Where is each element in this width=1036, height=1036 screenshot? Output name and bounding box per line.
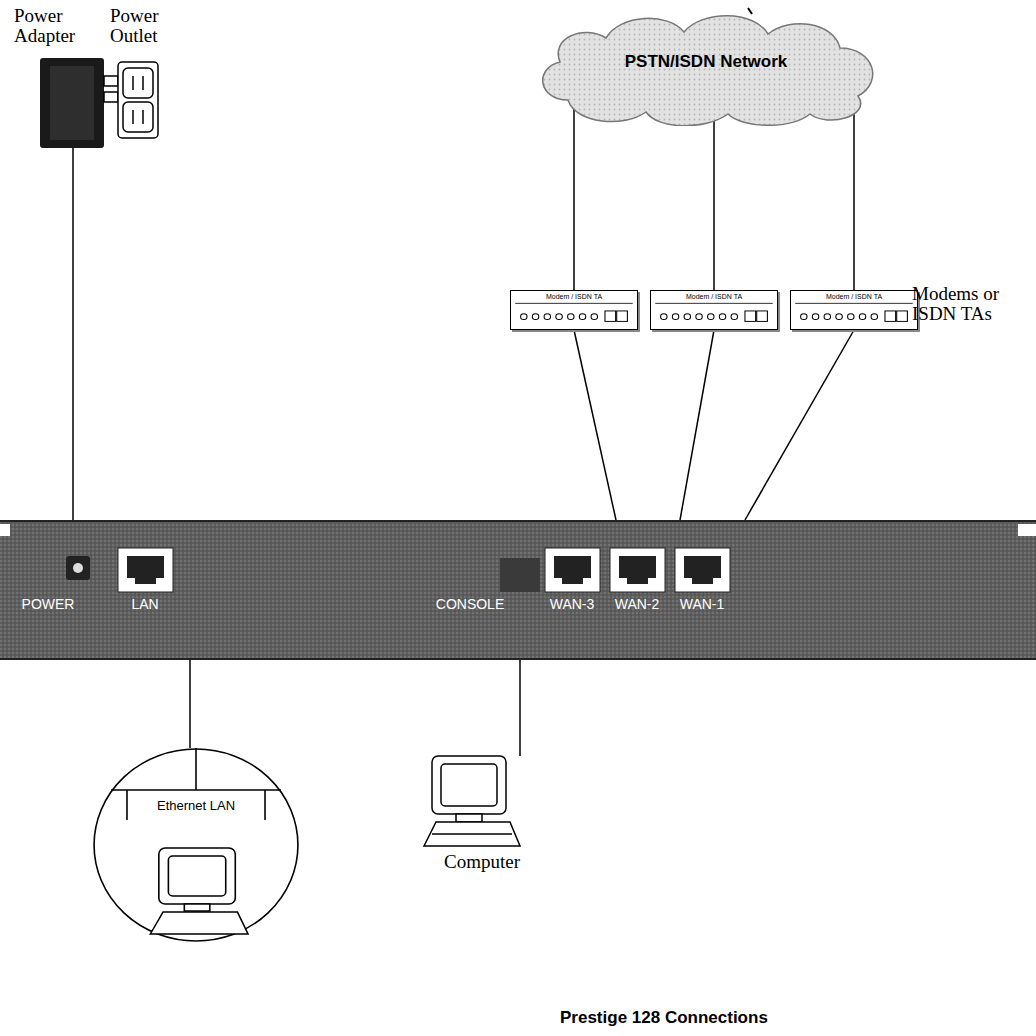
console-port — [500, 558, 540, 592]
panel-edge — [0, 520, 1036, 522]
annotation-label: Power Adapter — [14, 6, 96, 46]
rj45-socket — [127, 556, 164, 584]
rj45-port — [675, 548, 730, 592]
node-label: Modem / ISDN TA — [791, 291, 917, 300]
indicator-light — [661, 314, 667, 320]
modem-node: Modem / ISDN TA — [650, 290, 778, 330]
panel-node: POWER LAN CONSOLE WAN-3 WAN-2 WAN-1 — [0, 520, 1036, 660]
modem-switch — [745, 311, 756, 321]
modem-panel-line — [515, 303, 632, 304]
indicator-light — [836, 314, 842, 320]
node-label: Modem / ISDN TA — [651, 291, 777, 300]
port-label: POWER — [22, 596, 75, 612]
indicator-light — [731, 314, 737, 320]
indicator-light — [824, 314, 830, 320]
modem-switch — [757, 311, 768, 321]
bus-drop — [126, 790, 128, 820]
console-cable — [519, 660, 521, 756]
modem-switch — [605, 311, 616, 321]
indicator-light — [871, 314, 877, 320]
rj45-port — [545, 548, 600, 592]
indicator-light — [544, 314, 550, 320]
indicator-light — [521, 314, 527, 320]
annotation-label: Power Outlet — [110, 6, 172, 46]
circle-outline — [93, 748, 299, 942]
modem-node: Modem / ISDN TA — [510, 290, 638, 330]
figure-caption: Prestige 128 Connections — [560, 1008, 768, 1028]
indicator-light — [696, 314, 702, 320]
cable-connector — [713, 104, 715, 290]
indicator-light — [719, 314, 725, 320]
modem-panel-line — [795, 303, 912, 304]
rj45-socket — [554, 556, 591, 584]
panel-outline — [0, 520, 1036, 660]
modem-node: Modem / ISDN TA — [790, 290, 918, 330]
power-jack — [66, 556, 90, 580]
indicator-light — [672, 314, 678, 320]
power-outlet — [118, 62, 158, 138]
screen — [168, 856, 225, 896]
indicator-light — [708, 314, 714, 320]
circle-node: Ethernet LAN — [93, 748, 299, 942]
port-label: WAN-2 — [615, 596, 660, 612]
cable-connector — [745, 330, 854, 520]
modem-panel-line — [655, 303, 772, 304]
cable-connector — [573, 104, 575, 290]
indicator-light — [579, 314, 585, 320]
lan-computer — [150, 848, 248, 934]
power-adapter — [40, 58, 118, 148]
annotation-label: Modems or ISDN TAs — [912, 284, 1008, 324]
indicator-light — [801, 314, 807, 320]
panel-edge — [0, 658, 1036, 660]
indicator-light — [859, 314, 865, 320]
panel-notch — [0, 524, 10, 536]
panel-notch — [1018, 524, 1036, 536]
cable-connector — [853, 104, 855, 290]
port-label: WAN-1 — [680, 596, 725, 612]
port-label: WAN-3 — [550, 596, 595, 612]
annotation-label: Computer — [444, 852, 554, 872]
node-label: Ethernet LAN — [93, 798, 299, 813]
indicator-light — [812, 314, 818, 320]
modem-switch — [897, 311, 908, 321]
modem-switch — [885, 311, 896, 321]
modem-switch — [617, 311, 628, 321]
power-jack-pin — [73, 563, 83, 573]
monitor-base — [184, 904, 209, 911]
lan-stem — [195, 748, 197, 790]
cloud-node: PSTN/ISDN Network — [528, 8, 884, 126]
monitor — [159, 848, 235, 904]
port-label: CONSOLE — [436, 596, 504, 612]
mark — [748, 8, 752, 14]
lan-circle — [94, 749, 298, 941]
power-cable — [72, 148, 74, 560]
indicator-light — [848, 314, 854, 320]
indicator-light — [591, 314, 597, 320]
indicator-light — [532, 314, 538, 320]
panel-face — [0, 520, 1036, 660]
bus-drop — [264, 790, 266, 820]
cloud-shape — [543, 16, 873, 126]
node-label: Modem / ISDN TA — [511, 291, 637, 300]
indicator-light — [556, 314, 562, 320]
rj45-socket — [619, 556, 656, 584]
indicator-light — [568, 314, 574, 320]
indicator-light — [684, 314, 690, 320]
rj45-port — [118, 548, 173, 592]
cable-connector — [189, 660, 191, 748]
computer-icon — [424, 756, 520, 846]
rj45-port — [610, 548, 665, 592]
node-label: PSTN/ISDN Network — [625, 52, 787, 72]
cable-connector — [574, 330, 616, 520]
rj45-socket — [684, 556, 721, 584]
keyboard — [150, 912, 248, 934]
cable-connector — [680, 330, 714, 520]
ethernet-bus — [111, 789, 281, 791]
port-label: LAN — [131, 596, 158, 612]
